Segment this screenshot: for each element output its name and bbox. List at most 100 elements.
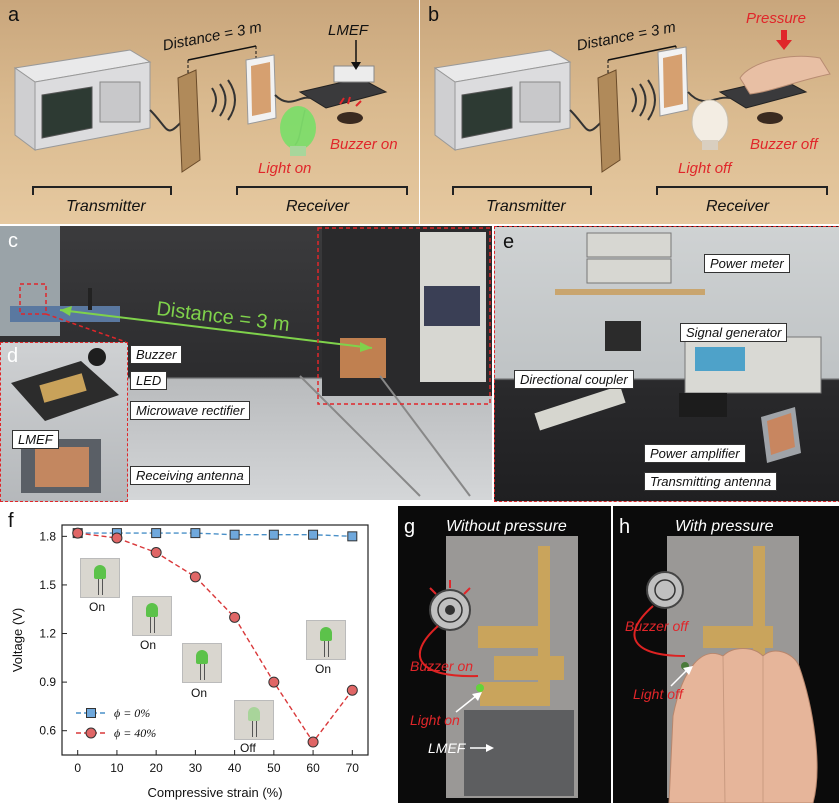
led-thumb-label-4: On: [315, 662, 332, 676]
led-thumb-0: [80, 558, 120, 598]
panel-a-illustration: [13, 45, 388, 173]
panel-f-label: f: [8, 510, 14, 532]
panel-g-photo: [418, 536, 578, 798]
panel-e-power-meter-callout: Power meter: [704, 254, 790, 273]
data-point-circle: [72, 527, 84, 539]
legend-label-0: ϕ = 0%: [114, 706, 150, 720]
panel-h-light-arrow: [670, 666, 693, 687]
panel-e-label: e: [503, 231, 515, 253]
led-thumb-label-3: Off: [240, 741, 256, 755]
panel-a-transmitter-bracket: [32, 186, 172, 195]
led-on-icon: [196, 650, 208, 664]
panel-a-lmef: LMEF: [328, 22, 369, 39]
data-point-square: [268, 529, 279, 540]
panel-g-label: g: [404, 516, 416, 538]
led-on-icon: [146, 603, 158, 617]
panel-g-light-arrow: [455, 692, 482, 713]
panel-e-transmitting-antenna-callout: Transmitting antenna: [644, 472, 778, 491]
data-point-circle: [111, 532, 123, 544]
panel-g: g Without pressure Buzzer on Light on LM…: [398, 506, 611, 803]
panel-h-photo: [633, 536, 818, 803]
y-tick-label: 1.2: [39, 627, 56, 641]
x-tick-label: 40: [228, 761, 242, 775]
led-thumb-1: [132, 596, 172, 636]
panel-b-receiver: Receiver: [706, 198, 770, 215]
led-thumb-label-1: On: [140, 638, 157, 652]
y-tick-label: 0.6: [39, 724, 56, 738]
panel-h: h With pressure Buzzer off Light off: [613, 506, 839, 803]
led-on-icon: [94, 565, 106, 579]
panel-e-directional-coupler-callout: Directional coupler: [514, 370, 634, 389]
led-off-icon: [248, 707, 260, 721]
x-tick-label: 70: [346, 761, 360, 775]
x-tick-label: 20: [149, 761, 163, 775]
panel-a-label: a: [8, 4, 20, 26]
data-point-circle: [229, 611, 241, 623]
panel-b-buzzer: Buzzer off: [750, 136, 818, 153]
y-tick-label: 1.8: [39, 529, 56, 543]
legend-marker-square: [86, 708, 96, 718]
led-thumb-label-2: On: [191, 686, 208, 700]
led-thumb-2: [182, 643, 222, 683]
legend-label-1: ϕ = 40%: [114, 726, 156, 740]
panel-h-light: Light off: [633, 686, 683, 702]
panel-h-label: h: [619, 516, 631, 538]
led-thumb-4: [306, 620, 346, 660]
data-point-circle: [307, 736, 319, 748]
panel-d: d: [0, 342, 128, 502]
panel-b-illustration: [433, 30, 831, 173]
panel-a-lmef-arrow: [351, 40, 361, 70]
y-tick-label: 1.5: [39, 578, 56, 592]
panel-a-receiver: Receiver: [286, 198, 350, 215]
led-thumb-3: [234, 700, 274, 740]
panel-b-transmitter-bracket: [452, 186, 592, 195]
y-tick-label: 0.9: [39, 675, 56, 689]
x-tick-label: 60: [306, 761, 320, 775]
data-point-circle: [189, 571, 201, 583]
panel-a-buzzer: Buzzer on: [330, 136, 398, 153]
panel-g-lmef-arrow: [470, 744, 494, 752]
panel-h-title: With pressure: [675, 518, 774, 535]
panel-g-lmef: LMEF: [428, 740, 466, 756]
panel-b-transmitter: Transmitter: [486, 198, 566, 215]
panel-f-chart: 0 10 20 30 40 50 60 70 0.6 0.9 1.2 1.5 1.8 ϕ = 0% ϕ = …: [10, 524, 369, 800]
chart-marks: 0 10 20 30 40 50 60 70 0.6 0.9 1.2 1.5 1.8 ϕ = 0% ϕ = …: [39, 527, 360, 775]
panel-d-rectifier-callout: Microwave rectifier: [130, 401, 251, 420]
led-thumb-label-0: On: [89, 600, 106, 614]
panel-c-label: c: [8, 230, 18, 252]
x-tick-label: 10: [110, 761, 124, 775]
data-point-square: [229, 529, 240, 540]
panel-b-light: Light off: [678, 160, 732, 177]
data-point-square: [190, 528, 201, 539]
panel-e-power-amplifier-callout: Power amplifier: [644, 444, 746, 463]
series-line-0: [77, 532, 353, 538]
chart-plot-frame: [61, 524, 369, 756]
panel-b: b Distance = 3 m Pressure Buzzer off Lig…: [420, 0, 839, 224]
data-point-square: [347, 531, 358, 542]
panel-d-led-callout: LED: [130, 371, 168, 390]
panel-a-receiver-bracket: [236, 186, 408, 195]
data-point-square: [151, 528, 162, 539]
panel-c-photo: [0, 226, 492, 497]
legend-marker-circle: [85, 727, 97, 739]
panel-a-light: Light on: [258, 160, 312, 177]
chart-ylabel: Voltage (V): [10, 608, 25, 672]
panel-d-buzzer-callout: Buzzer: [130, 345, 183, 364]
panel-d-antenna-callout: Receiving antenna: [130, 466, 250, 485]
panel-d-label: d: [7, 345, 19, 367]
panel-d-lmef-callout: LMEF: [12, 430, 59, 449]
panel-e-photo: [534, 232, 822, 463]
chart-xlabel: Compressive strain (%): [147, 785, 282, 800]
data-point-square: [308, 529, 319, 540]
led-on-icon: [320, 627, 332, 641]
x-tick-label: 50: [267, 761, 281, 775]
panel-b-label: b: [428, 4, 440, 26]
panel-a-transmitter: Transmitter: [66, 198, 146, 215]
panel-d-photo: [11, 348, 119, 493]
data-point-circle: [346, 684, 358, 696]
x-tick-label: 0: [74, 761, 81, 775]
panel-a: a Distance = 3 m LMEF Buzzer on Light on…: [0, 0, 419, 224]
x-tick-label: 30: [189, 761, 203, 775]
series-line-1: [77, 532, 353, 744]
panel-g-light: Light on: [410, 712, 460, 728]
